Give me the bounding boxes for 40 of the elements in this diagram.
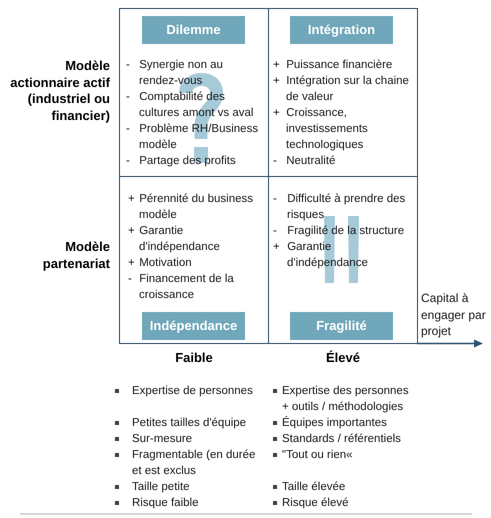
list-item: - Problème RH/Business modèle — [126, 122, 260, 153]
list-item: Standards / référentiels — [282, 432, 402, 447]
list-item: Risque faible — [132, 496, 200, 511]
list-item: - Difficulté à prendre des risques — [273, 192, 406, 223]
matrix-quadrant — [268, 8, 418, 177]
list-item: + Motivation — [128, 256, 193, 271]
matrix-quadrant — [268, 176, 418, 344]
row-label: Modèle actionnaire actif (industriel ou financier) — [9, 58, 110, 124]
list-item: - Partage des profits — [126, 154, 237, 169]
list-item: + Puissance financière — [273, 58, 394, 73]
matrix-quadrant — [119, 176, 269, 344]
list-item: Équipes importantes — [282, 415, 388, 431]
column-label: Faible — [174, 350, 214, 366]
list-item: Fragmentable (en durée et est exclus — [132, 448, 256, 479]
heading-banner: Dilemme — [142, 16, 245, 44]
list-item: + Pérennité du business modèle — [128, 192, 254, 223]
row-label: Modèle partenariat — [42, 239, 110, 272]
list-item: + Croissance, investissements technologiques — [273, 106, 369, 153]
list-item: + Garantie d'indépendance — [273, 240, 369, 271]
list-item: - Neutralité — [273, 154, 336, 169]
list-item: Sur-mesure — [132, 432, 194, 447]
list-item: - Fragilité de la structure — [273, 224, 406, 239]
list-item: - Financement de la croissance — [128, 272, 235, 303]
list-item: Risque élevé — [282, 496, 350, 511]
list-item: - Comptabilité des cultures amont vs aval — [126, 90, 254, 121]
list-item: Taille petite — [132, 480, 191, 495]
list-item: Expertise de personnes — [132, 384, 254, 399]
list-item: Expertise des personnes + outils / méthodologies — [282, 384, 410, 415]
list-item: Taille élevée — [282, 480, 346, 495]
list-item: "Tout ou rien« — [282, 448, 354, 463]
axis-label: Capital à engager par projet — [421, 290, 487, 340]
list-item: - Synergie non au rendez-vous — [126, 58, 224, 89]
list-item: + Garantie d'indépendance — [128, 224, 221, 255]
heading-banner: Intégration — [290, 16, 393, 44]
heading-banner: Indépendance — [142, 312, 245, 340]
column-label: Élevé — [325, 350, 361, 366]
list-item: Petites tailles d'équipe — [132, 416, 248, 431]
heading-banner: Fragilité — [290, 312, 393, 340]
matrix-quadrant — [119, 8, 269, 177]
list-item: + Intégration sur la chaine de valeur — [273, 74, 410, 105]
